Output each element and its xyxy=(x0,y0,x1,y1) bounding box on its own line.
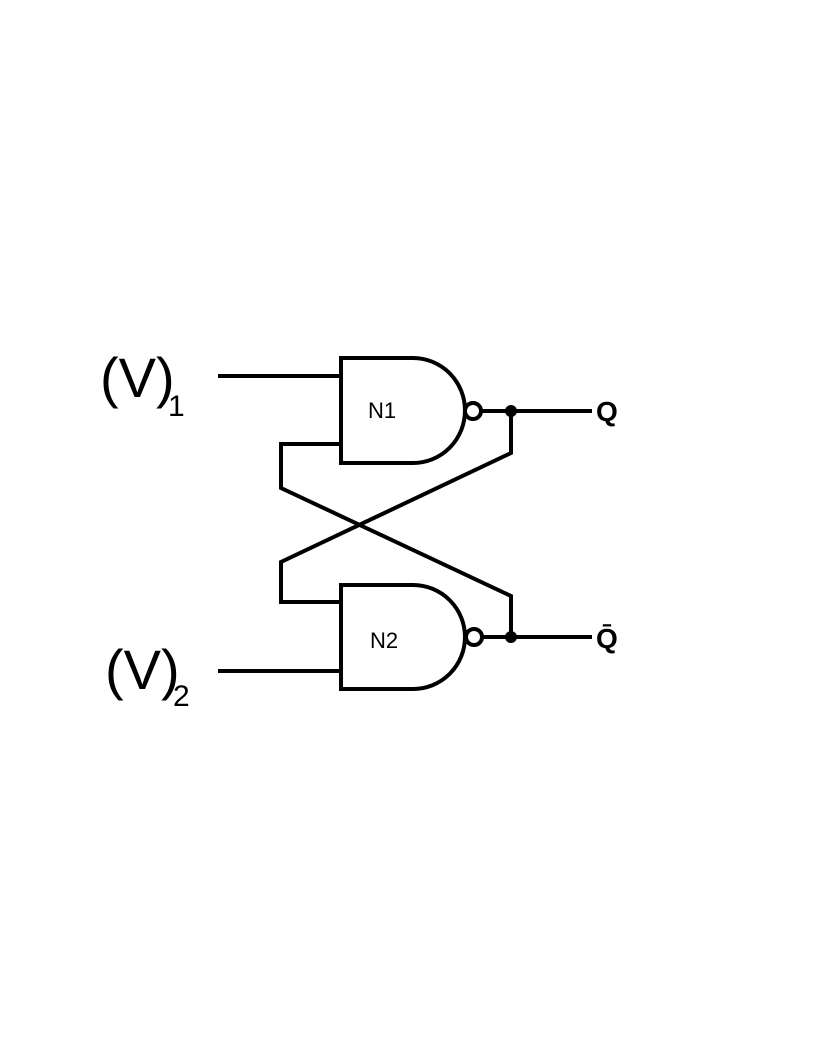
input-v2-label: (V) 2 xyxy=(105,638,190,713)
input-v1-text: (V) xyxy=(100,346,175,409)
input-v1-subscript: 1 xyxy=(168,390,185,423)
nand-gate-n1-inversion-bubble xyxy=(463,401,483,421)
nand-gate-n2: N2 xyxy=(339,583,484,691)
nand-gate-n1-label: N1 xyxy=(368,398,396,423)
input-v2-subscript: 2 xyxy=(173,680,190,713)
nand-gate-n2-label: N2 xyxy=(370,628,398,653)
junction-qbar xyxy=(505,631,517,643)
wire-feedback-q-to-n2 xyxy=(279,411,513,604)
input-v1-label: (V) 1 xyxy=(100,346,185,423)
wire-feedback-qbar-to-n1 xyxy=(279,442,513,637)
nand-gate-n2-inversion-bubble xyxy=(464,627,484,647)
nand-gate-n2-body xyxy=(339,583,467,691)
junction-q xyxy=(505,405,517,417)
nand-gate-n1-body xyxy=(339,356,467,465)
nand-gate-n1: N1 xyxy=(339,356,483,465)
output-qbar-label: Q̄ xyxy=(596,623,618,654)
input-v2-text: (V) xyxy=(105,638,180,701)
output-q-label: Q xyxy=(596,396,618,427)
